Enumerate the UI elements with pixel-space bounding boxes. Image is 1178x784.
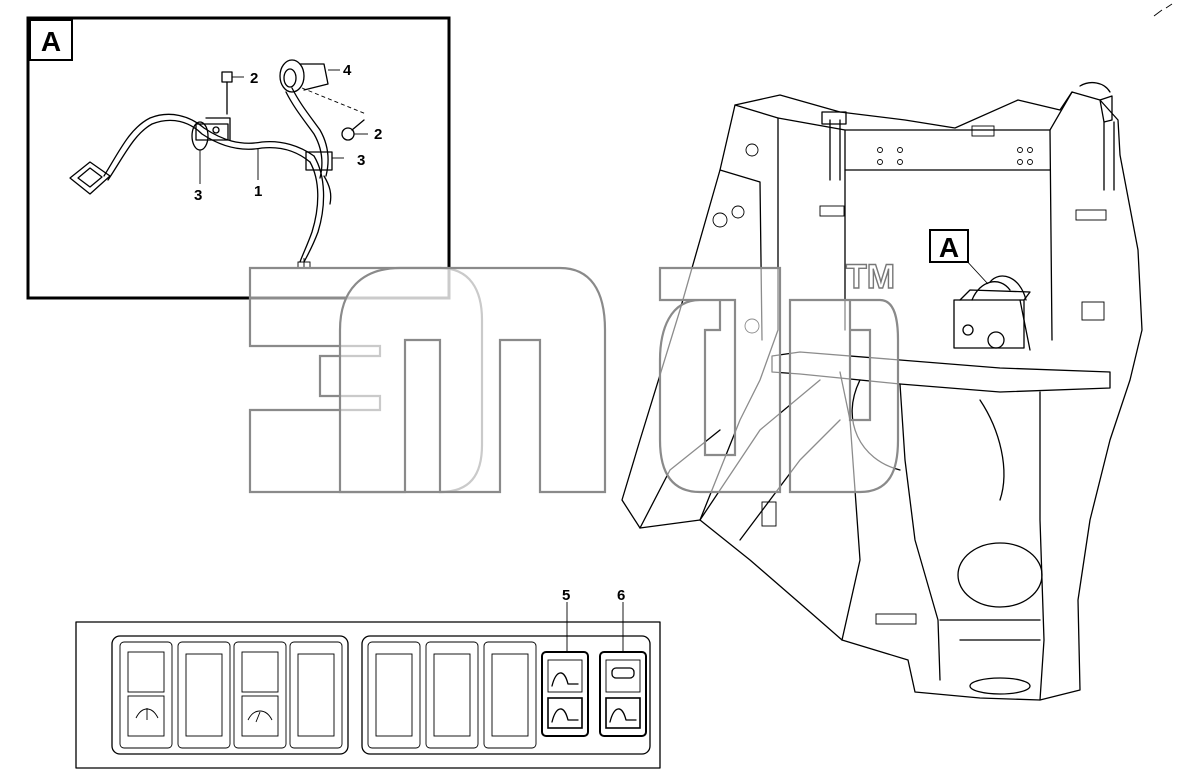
detail-label: A: [41, 26, 61, 57]
callout-5: 5: [562, 587, 570, 604]
switch-6: [599, 651, 647, 737]
detail-frame: [26, 16, 451, 300]
detail-marker-label: A: [939, 232, 959, 263]
wiper-switch-slot: [233, 641, 287, 749]
detail-view-a: A: [26, 16, 451, 300]
sensor-assembly-icon: [953, 275, 1031, 351]
switch-slot-blank: [177, 641, 231, 749]
switch-slot-blank: [425, 641, 479, 749]
callout-6: 6: [617, 587, 625, 604]
detail-marker-box: [929, 229, 969, 263]
sensor-icon: [279, 59, 367, 115]
switch-panel: 5 6: [75, 587, 661, 769]
switch-5: [541, 651, 589, 737]
orientation-mark-icon: [1153, 3, 1173, 17]
callout-3-right: 3: [357, 152, 365, 169]
trademark-mark: TM: [846, 258, 895, 296]
bolt-icon: [221, 71, 244, 115]
detail-label-box: [29, 19, 73, 61]
switch-slot-blank: [367, 641, 421, 749]
clamp-icon: [305, 151, 344, 171]
callout-4: 4: [343, 62, 352, 79]
callout-1: 1: [254, 183, 262, 200]
watermark-logo: TM: [248, 257, 900, 494]
connector-plug-icon: [69, 161, 111, 195]
callout-2-lower: 2: [374, 126, 382, 143]
callout-2-upper: 2: [250, 70, 258, 87]
switch-slot-blank: [483, 641, 537, 749]
clamp-bracket-icon: [191, 117, 231, 151]
switch-slot: [119, 641, 173, 749]
panel-housing: [75, 621, 661, 769]
harness-wire: [103, 87, 332, 263]
switch-slot-blank: [289, 641, 343, 749]
callout-3-left: 3: [194, 187, 202, 204]
screw-icon: [341, 119, 368, 141]
